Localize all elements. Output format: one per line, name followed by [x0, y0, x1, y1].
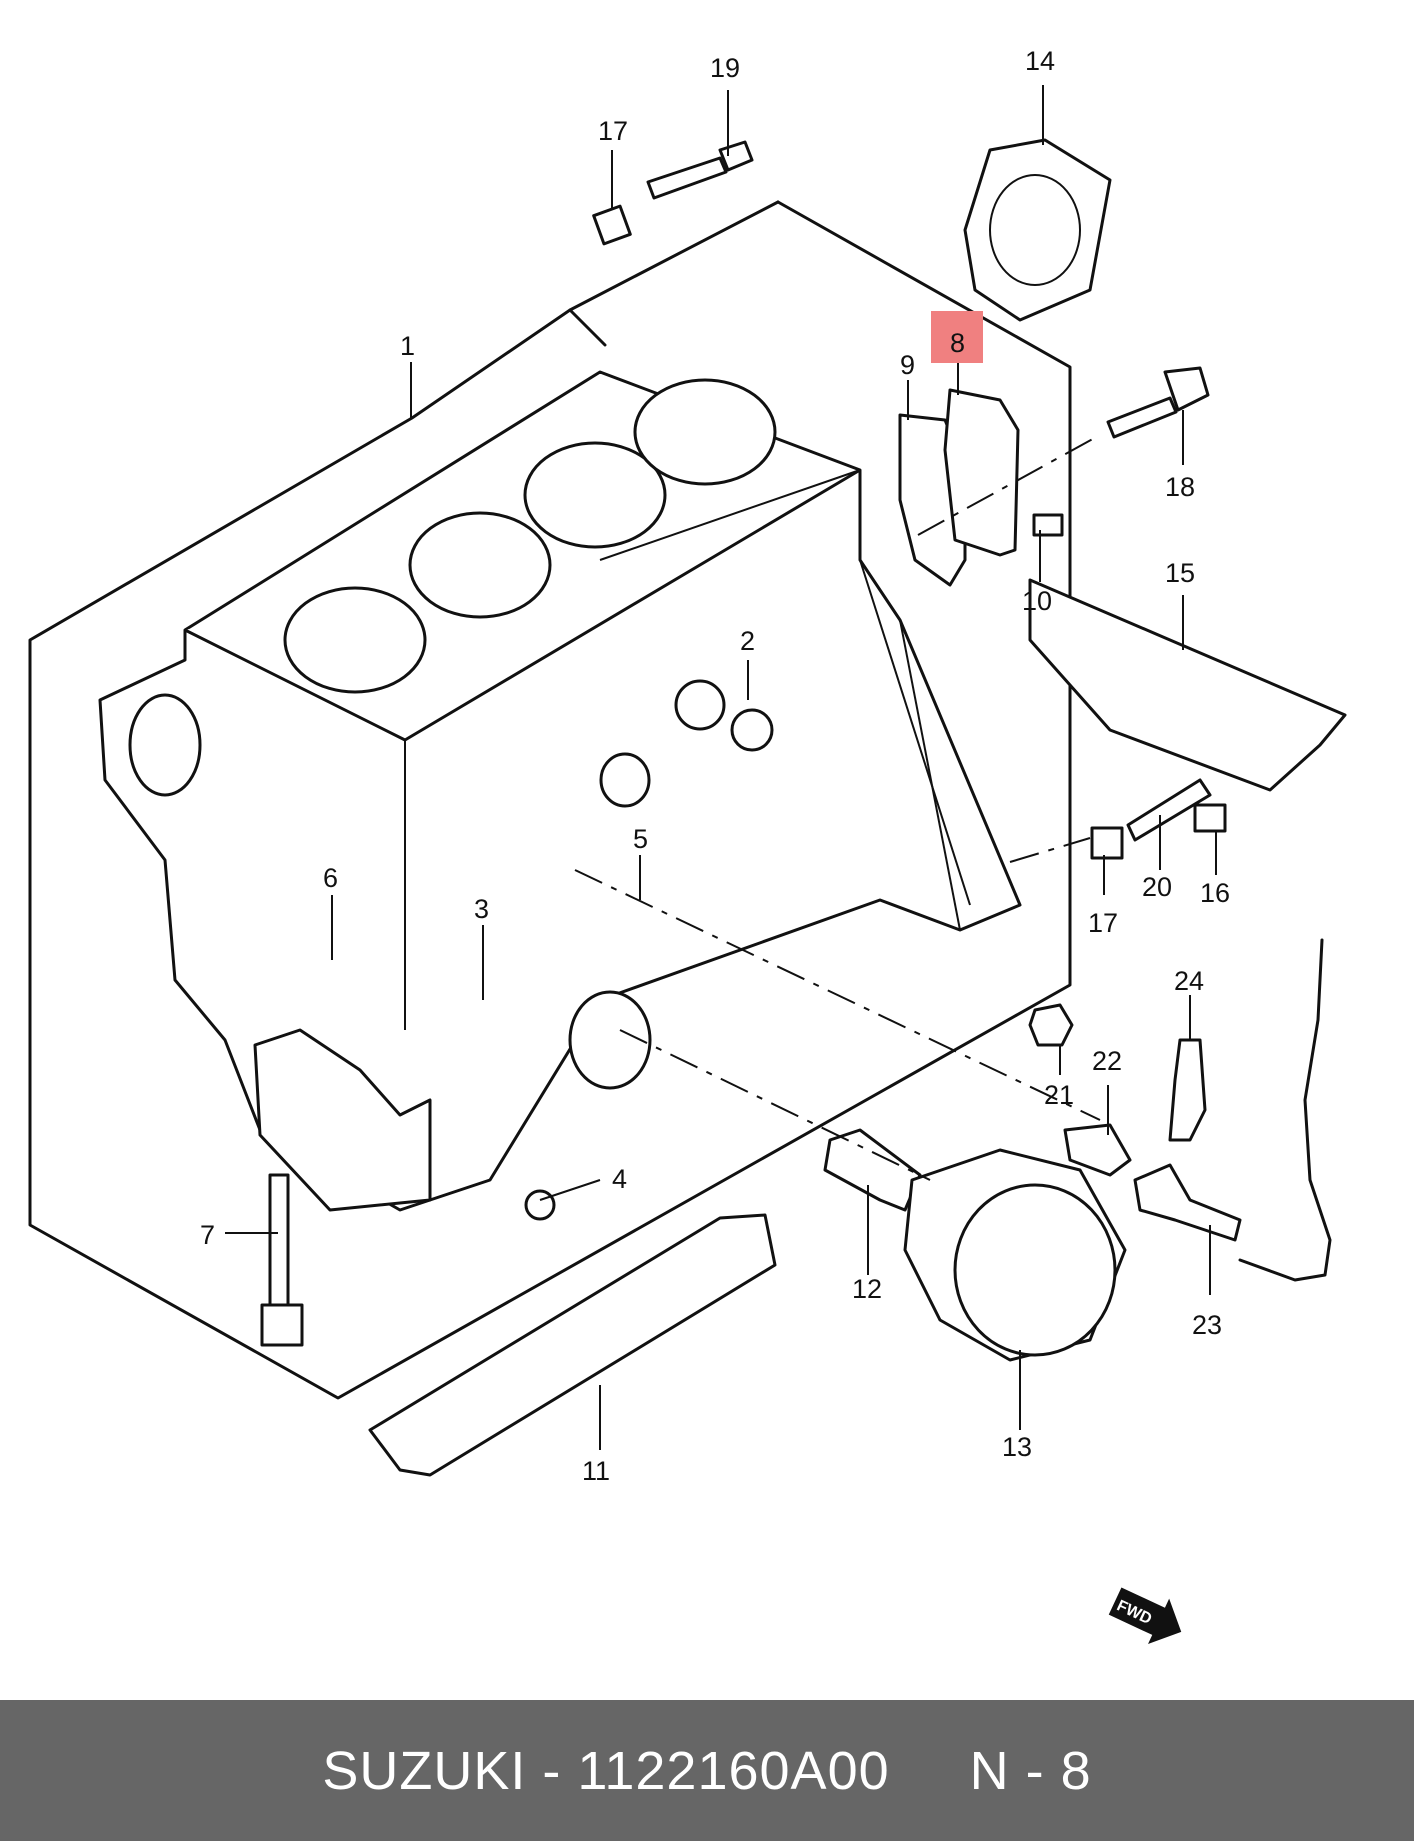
- callout-13: 13: [1002, 1432, 1032, 1462]
- callout-7: 7: [200, 1220, 215, 1250]
- centerline-b: [619, 1029, 931, 1181]
- callout-18: 18: [1165, 472, 1195, 502]
- footer-part-title: SUZUKI - 1122160A00 N - 8: [322, 1740, 1092, 1801]
- callout-2: 2: [740, 626, 755, 656]
- assembly-boundary: [28, 200, 1072, 1400]
- callout-21: 21: [1044, 1080, 1074, 1110]
- bolt-7: [260, 1173, 304, 1347]
- fwd-arrow: FWD: [1108, 1587, 1182, 1644]
- callout-labels: 1 2 3 4 5 6 7 8 9 10 11 12 13 14 15 16 1…: [200, 46, 1230, 1486]
- callout-1: 1: [400, 331, 415, 361]
- oil-filter-13: [903, 1148, 1127, 1362]
- housing-15: [1028, 578, 1347, 792]
- callout-8: 8: [950, 328, 965, 358]
- gasket-8: [943, 388, 1020, 557]
- dowel-17-lower: [1090, 826, 1124, 860]
- bracket-11: [368, 1213, 777, 1477]
- bolt-16: [1193, 803, 1227, 833]
- callout-11: 11: [582, 1456, 610, 1486]
- centerline-a: [574, 869, 1101, 1121]
- sensor-23: [1133, 1163, 1242, 1242]
- callout-24: 24: [1174, 966, 1204, 996]
- union-12: [823, 1128, 922, 1212]
- callout-19: 19: [710, 53, 740, 83]
- dipstick: [1238, 938, 1332, 1282]
- bolt-19: [646, 140, 754, 200]
- callout-3: 3: [474, 894, 489, 924]
- callout-6: 6: [323, 863, 338, 893]
- callout-23: 23: [1192, 1310, 1222, 1340]
- callout-17-upper: 17: [598, 116, 628, 146]
- callout-17-lower: 17: [1088, 908, 1118, 938]
- cover-14: [963, 138, 1112, 322]
- leader-lines: [225, 85, 1217, 1450]
- callout-10: 10: [1022, 586, 1052, 616]
- assembly-boundary-top: [568, 200, 780, 312]
- callout-14: 14: [1025, 46, 1055, 76]
- footer-bar: SUZUKI - 1122160A00 N - 8: [0, 1700, 1414, 1841]
- callout-9: 9: [900, 350, 915, 380]
- parts-diagram: 1 2 3 4 5 6 7 8 9 10 11 12 13 14 15 16 1…: [28, 46, 1347, 1644]
- centerline-d: [1009, 837, 1091, 863]
- stud-20: [1126, 778, 1212, 842]
- bolt-18: [1106, 366, 1210, 439]
- plug-4: [524, 1189, 556, 1221]
- dowel-17-upper: [592, 204, 632, 246]
- highlight-box-8: [931, 311, 983, 363]
- callout-5: 5: [633, 824, 648, 854]
- cylinder-block: [98, 370, 1022, 1212]
- callout-12: 12: [852, 1274, 882, 1304]
- callout-20: 20: [1142, 872, 1172, 902]
- bolt-10: [1032, 513, 1064, 537]
- callout-15: 15: [1165, 558, 1195, 588]
- nut-21: [1028, 1003, 1074, 1047]
- callout-4: 4: [612, 1164, 627, 1194]
- dipstick-bracket-24: [1168, 1038, 1207, 1142]
- callout-22: 22: [1092, 1046, 1122, 1076]
- centerline-c: [917, 434, 1101, 536]
- callout-16: 16: [1200, 878, 1230, 908]
- switch-22: [1063, 1123, 1132, 1177]
